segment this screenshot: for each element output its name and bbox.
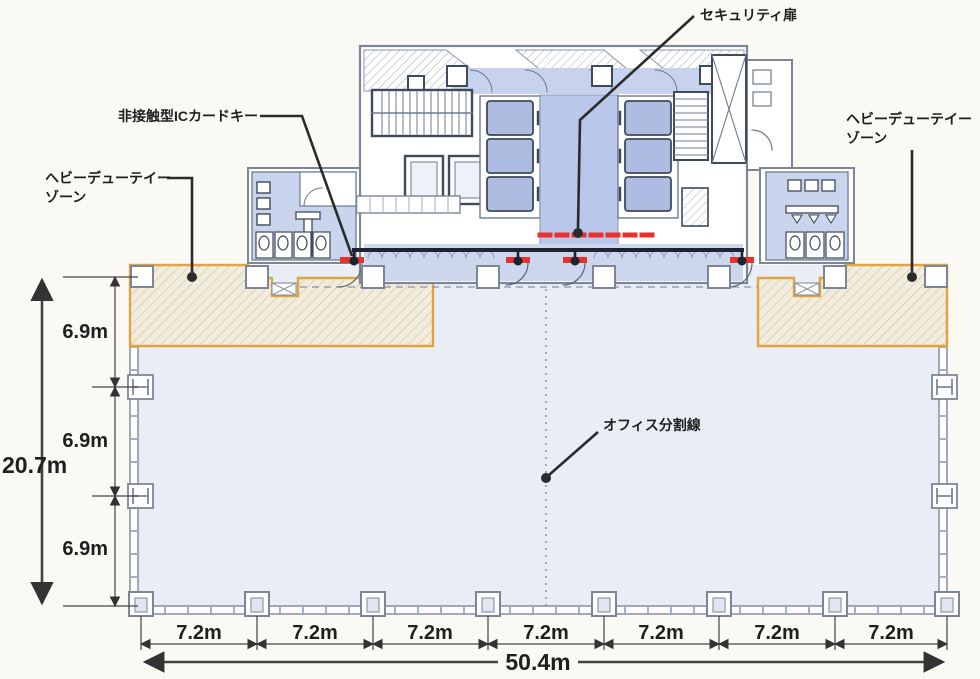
elevator-bank-right	[617, 95, 679, 219]
dim-bay-6: 7.2m	[754, 622, 800, 644]
stair-right	[673, 91, 709, 161]
building-core	[247, 44, 855, 288]
dim-bay-3: 7.2m	[407, 622, 453, 644]
leader-dot	[187, 272, 197, 282]
dim-bay-1: 7.2m	[176, 622, 222, 644]
dim-bay-2: 7.2m	[292, 622, 338, 644]
urinals	[791, 214, 837, 225]
annotation-ic-card-key: 非接触型ICカードキー	[118, 108, 354, 257]
dim-bay-4: 7.2m	[523, 622, 569, 644]
leader-dot	[907, 272, 917, 282]
leader-dot	[541, 473, 551, 483]
secure-corridor-wall	[337, 248, 754, 288]
card-reader-dots	[349, 256, 747, 266]
column-insets	[134, 597, 954, 613]
stair-left	[370, 88, 474, 138]
label-heavy-duty-left-2: ゾーン	[45, 189, 86, 205]
structural-columns	[127, 265, 960, 617]
annotation-security-door: セキュリティ扉	[573, 7, 797, 238]
annotation-office-division: オフィス分割線	[541, 417, 701, 483]
label-heavy-duty-right-2: ゾーン	[846, 130, 887, 146]
heavy-duty-zone-right	[756, 263, 949, 348]
restrooms-right	[765, 171, 849, 261]
label-heavy-duty-left-1: ヘビーデューテイー	[45, 170, 171, 186]
dim-vertical-bay-3: 6.9m	[62, 538, 108, 560]
restrooms-left	[251, 171, 357, 261]
braced-shaft	[711, 54, 747, 164]
core-columns-top	[407, 65, 719, 93]
dimensions-left: 6.9m 6.9m 6.9m 20.7m	[2, 275, 138, 608]
label-ic-card-key: 非接触型ICカードキー	[118, 108, 258, 124]
dim-vertical-bay-1: 6.9m	[62, 321, 108, 343]
annotation-heavy-duty-left: ヘビーデューテイー ゾーン	[45, 170, 197, 282]
machine-room-fixtures	[751, 69, 773, 151]
dim-bay-5: 7.2m	[638, 622, 684, 644]
label-heavy-duty-right-1: ヘビーデューテイー	[846, 111, 972, 127]
label-security-door: セキュリティ扉	[700, 7, 797, 23]
dim-vertical-bay-2: 6.9m	[62, 430, 108, 452]
dim-vertical-total: 20.7m	[2, 452, 67, 478]
toilet-stalls	[255, 231, 331, 259]
dim-horizontal-total: 50.4m	[505, 649, 570, 675]
toilet-stalls	[785, 231, 845, 259]
annotation-heavy-duty-right: ヘビーデューテイー ゾーン	[846, 111, 972, 282]
leader-dot	[573, 228, 583, 238]
dimensions-bottom: 7.2m 7.2m 7.2m 7.2m 7.2m 7.2m 7.2m 50.4m	[139, 616, 949, 675]
elevator-bank-left	[479, 95, 541, 219]
equipment-box	[681, 187, 709, 227]
label-office-division: オフィス分割線	[603, 417, 701, 433]
dim-bay-7: 7.2m	[868, 622, 914, 644]
